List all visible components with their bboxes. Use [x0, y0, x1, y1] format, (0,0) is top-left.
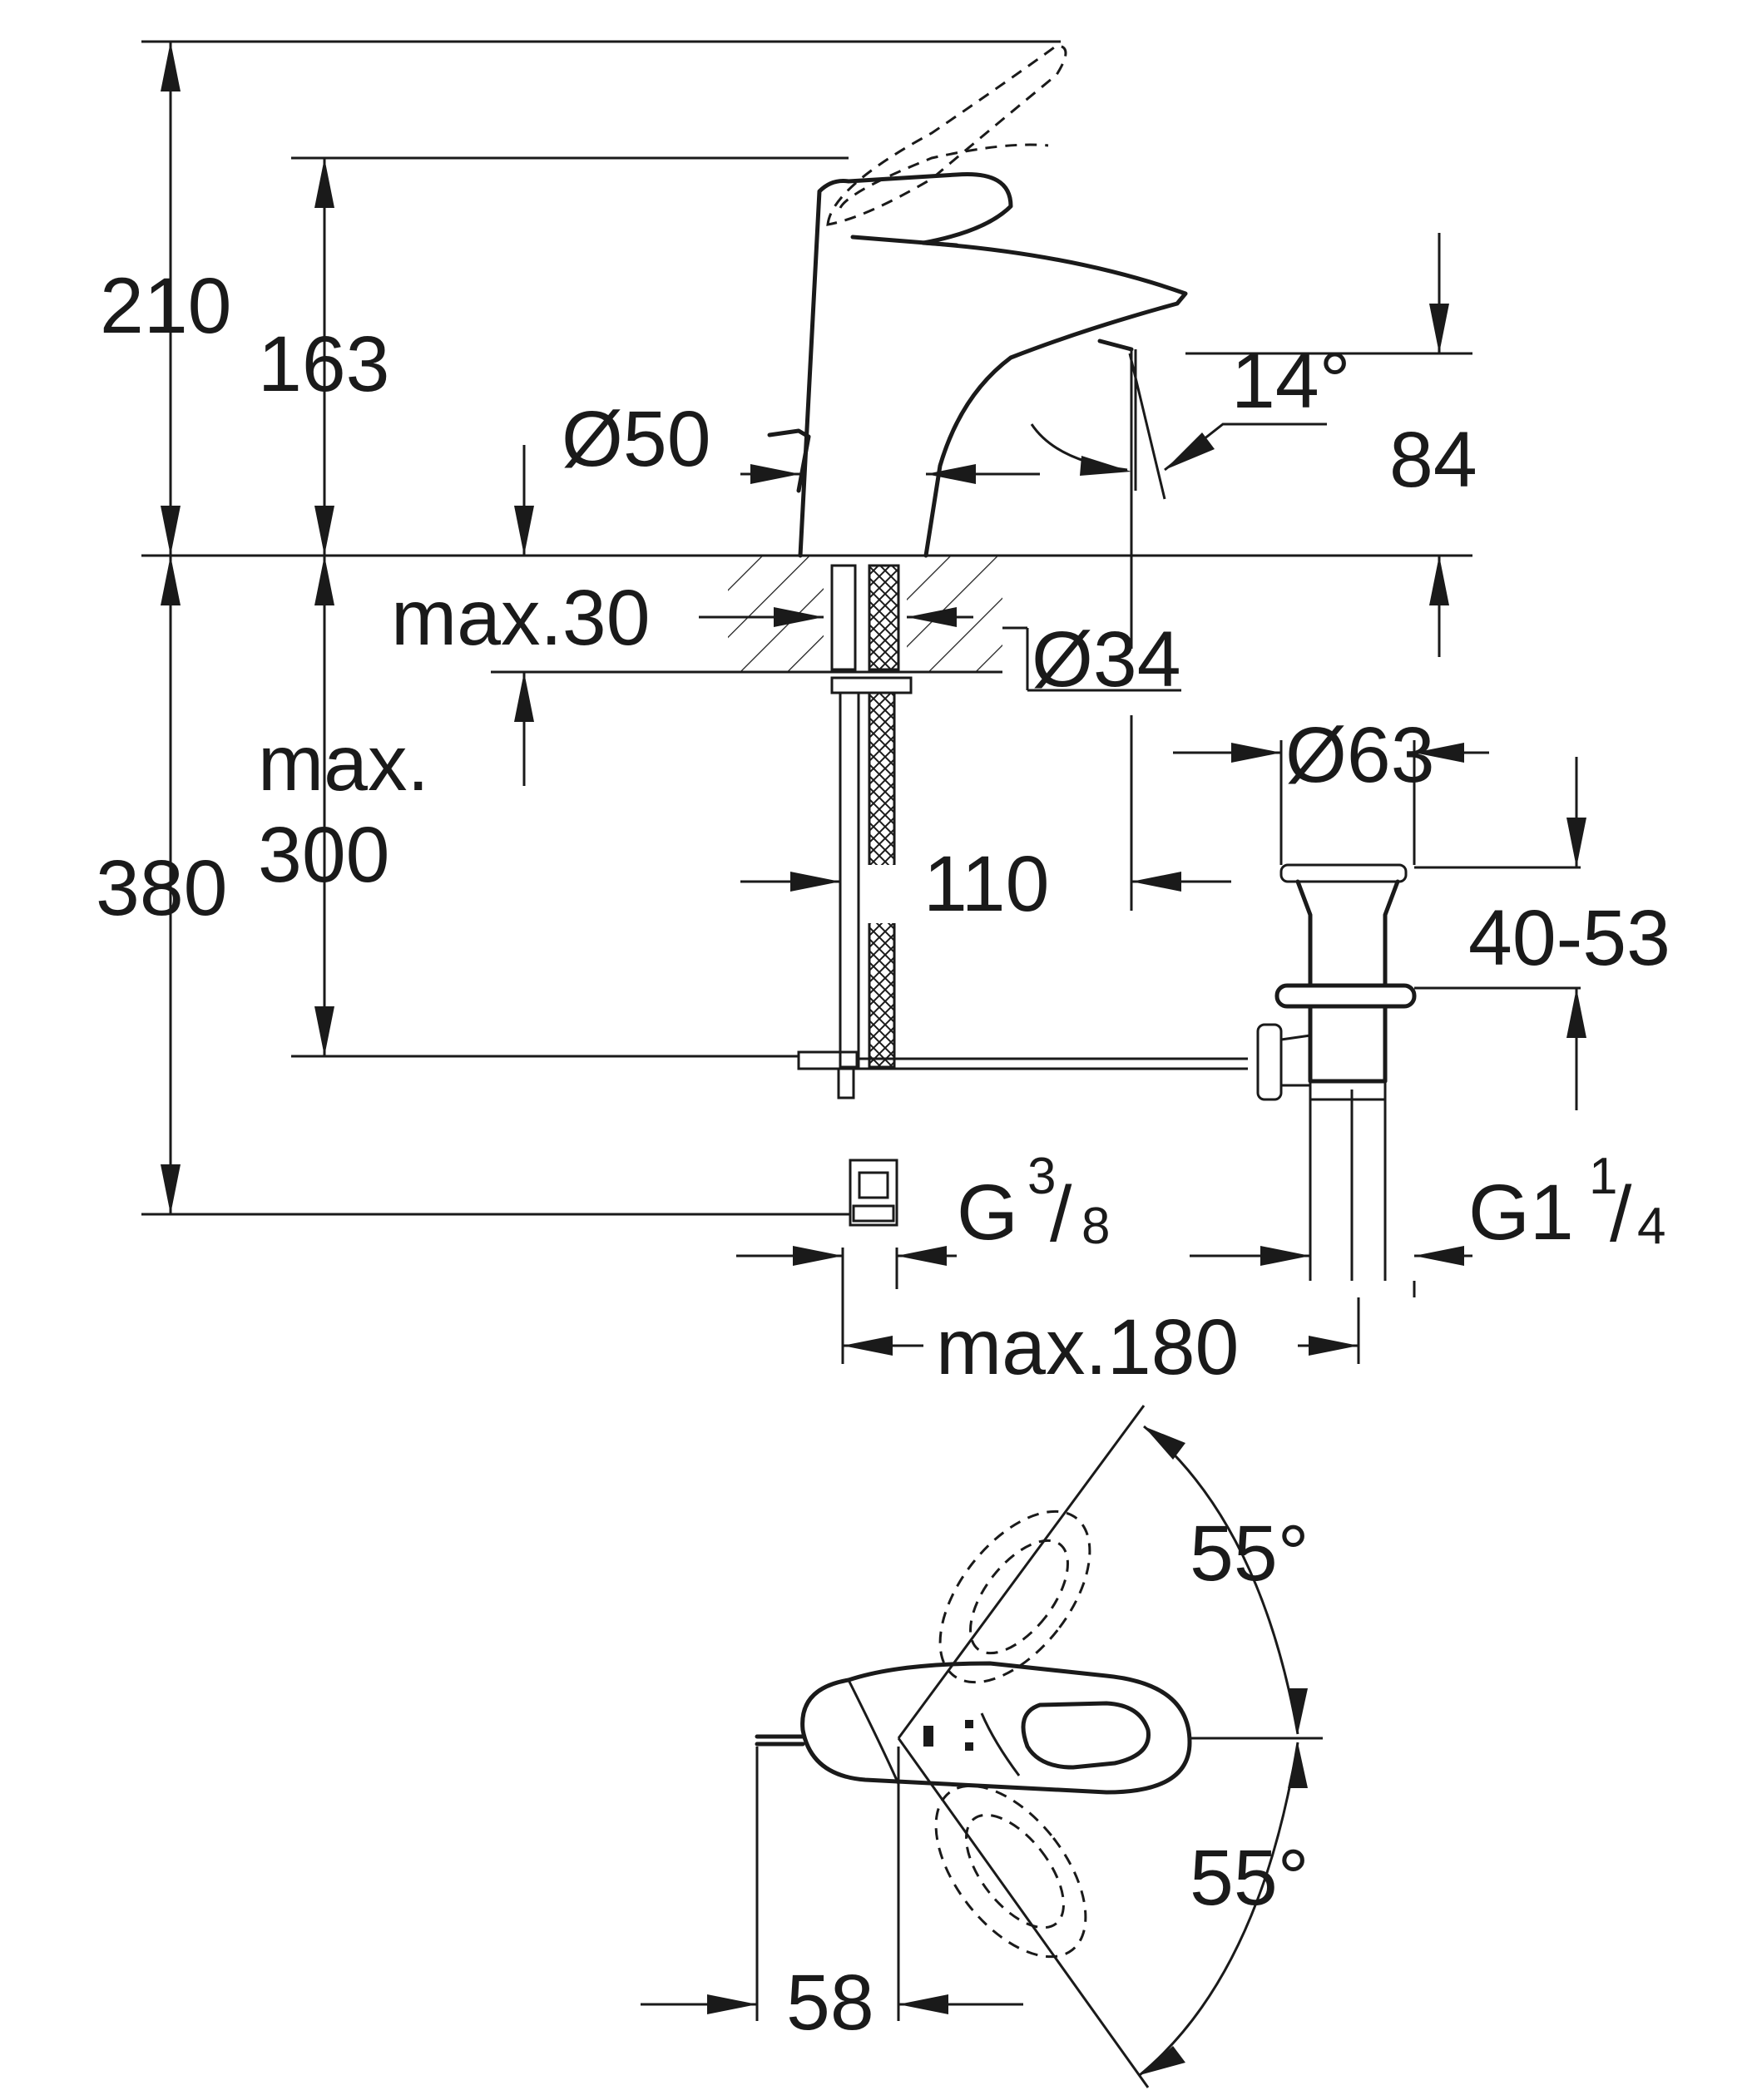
- dim-thread-g1: G1: [1468, 1169, 1574, 1257]
- dim-max-30: max.30: [391, 574, 651, 662]
- dim-380: 380: [96, 844, 228, 932]
- waste-drain: [1256, 863, 1417, 1281]
- dim-thread-g1-num: 1: [1589, 1148, 1617, 1205]
- dim-rotate-left: 55°: [1190, 1510, 1309, 1598]
- dim-max-180: max.180: [936, 1303, 1239, 1391]
- dim-diameter-50: Ø50: [562, 395, 711, 483]
- dim-58: 58: [786, 1959, 874, 2047]
- dim-diameter-63: Ø63: [1285, 711, 1435, 799]
- top-body: [800, 1661, 1192, 1795]
- dim-300: 300: [258, 811, 390, 899]
- dim-thread-slash-2: /: [1610, 1170, 1632, 1258]
- dim-84: 84: [1389, 416, 1477, 504]
- lever-rotated-positions: [934, 1510, 1091, 1959]
- dim-210: 210: [100, 262, 232, 350]
- side-view: 210 163 Ø50 14° 84 max.30 Ø34 max. 300 3…: [96, 40, 1670, 1391]
- dim-max-label: max.: [258, 719, 429, 808]
- top-view: 55° 55° 58: [641, 1405, 1323, 2088]
- dim-angle-14: 14°: [1231, 337, 1351, 425]
- popup-linkage: [797, 1050, 1248, 1099]
- countertop-section: [728, 554, 1002, 674]
- extension-lines: [141, 40, 1581, 1364]
- faucet-body: [767, 44, 1188, 558]
- dim-thread-g1-den: 4: [1637, 1198, 1665, 1255]
- dim-163: 163: [258, 320, 390, 408]
- dim-rotate-right: 55°: [1190, 1834, 1309, 1922]
- dim-diameter-34: Ø34: [1032, 615, 1181, 704]
- dim-40-53: 40-53: [1468, 894, 1670, 982]
- supply-hoses: [830, 564, 913, 1227]
- dim-thread-g-den: 8: [1081, 1198, 1110, 1255]
- dimension-labels: 210 163 Ø50 14° 84 max.30 Ø34 max. 300 3…: [96, 262, 1670, 1391]
- dim-thread-g: G: [957, 1169, 1018, 1257]
- dim-thread-g-num: 3: [1027, 1148, 1056, 1205]
- dim-thread-slash: /: [1050, 1170, 1072, 1258]
- dimension-lines: [161, 42, 1586, 1356]
- top-lever-grip: [1021, 1701, 1151, 1770]
- dim-110: 110: [923, 840, 1049, 928]
